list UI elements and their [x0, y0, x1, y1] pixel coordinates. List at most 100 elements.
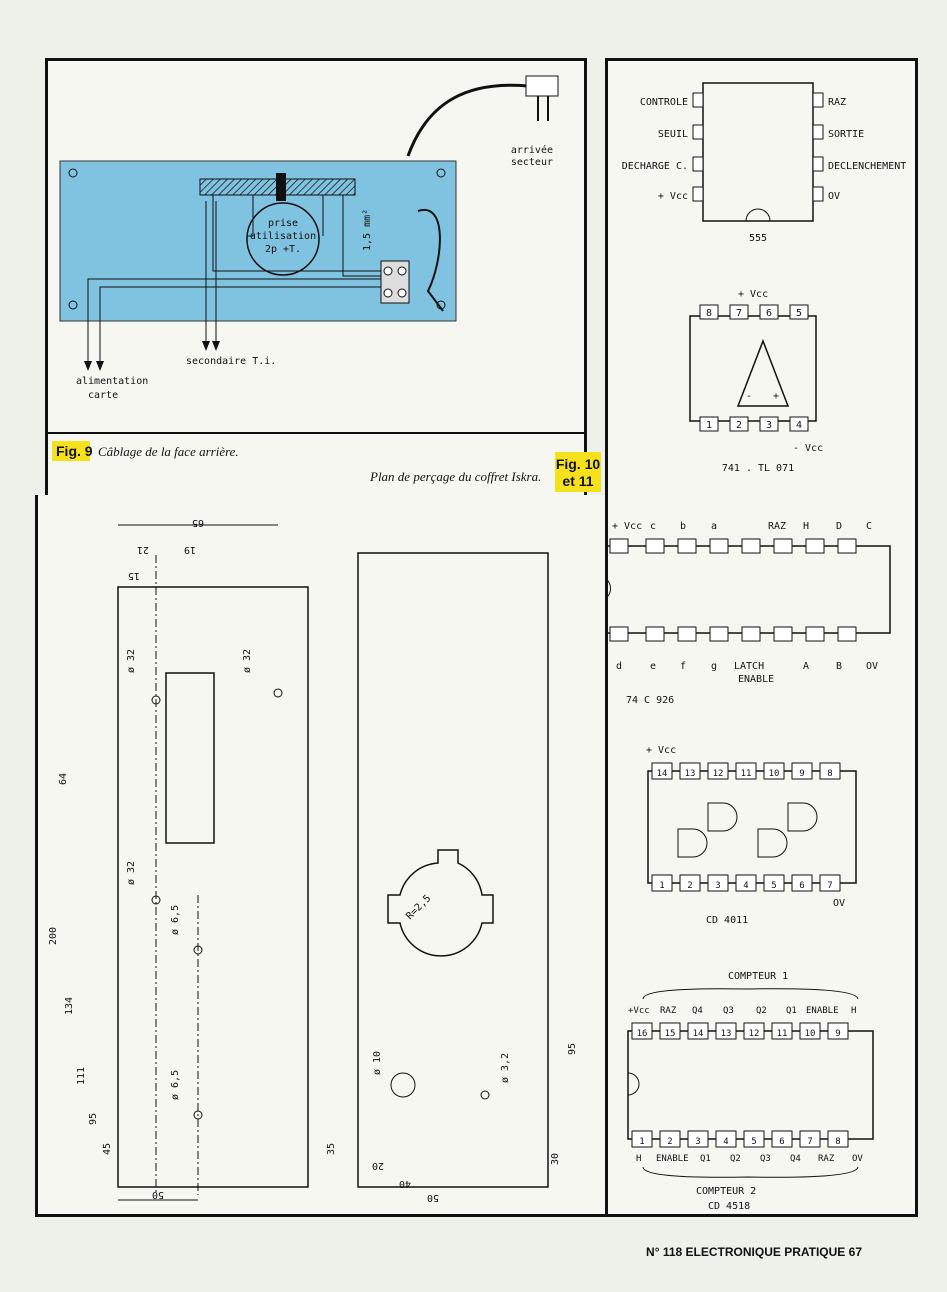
nand-gate-1	[707, 802, 738, 832]
cutout-round	[387, 849, 494, 957]
opamp-symbol	[736, 338, 790, 407]
ic4518-name: CD 4518	[708, 1201, 750, 1212]
c4518-bot-pin-label-0: 1	[639, 1137, 644, 1147]
c4518-bot-pin-2	[687, 1130, 709, 1148]
c4518-top-pin-label-7: 9	[835, 1029, 840, 1039]
c4011-top-pin-label-2: 12	[713, 769, 724, 779]
c4518-bot-7: OV	[852, 1154, 863, 1164]
c926-bot-2: f	[680, 661, 686, 672]
ic74c926-top-labels: + Vcc c b a RAZ H D C	[612, 521, 872, 532]
c4011-bot-pin-6	[819, 874, 841, 892]
ic555-left-2: SEUIL	[658, 129, 688, 140]
ic555-pins	[692, 92, 824, 202]
page-footer: N° 118 ELECTRONIQUE PRATIQUE 67	[646, 1245, 862, 1259]
dim-d65-b: ø 6,5	[170, 1070, 181, 1100]
c4011-bot-pin-2	[707, 874, 729, 892]
dim-d32-b: ø 32	[242, 649, 253, 673]
fig10-badge-1: Fig. 10	[556, 456, 601, 472]
c4518-bot-pin-7	[827, 1130, 849, 1148]
c4518-top-3: Q3	[723, 1006, 734, 1016]
ic555-right-2: SORTIE	[828, 129, 864, 140]
dim-19: 19	[184, 544, 196, 555]
fig10-badge-2: et 11	[562, 473, 593, 489]
c4011-top-pin-2	[707, 762, 729, 780]
mains-cable	[406, 83, 529, 157]
ic4011-body	[647, 770, 857, 884]
c4011-bot-pin-label-1: 2	[687, 881, 692, 891]
terminal-screw-1	[383, 266, 393, 276]
c4518-bot-pin-1	[659, 1130, 681, 1148]
dim-30: 30	[550, 1153, 561, 1165]
c4011-top-pin-0	[651, 762, 673, 780]
mains-cable-inner	[417, 208, 444, 312]
dim-64: 64	[58, 773, 69, 785]
c4011-top-pin-label-3: 11	[741, 769, 752, 779]
c4518-bot-pin-6	[799, 1130, 821, 1148]
c4011-bot-pin-label-4: 5	[771, 881, 776, 891]
c926-bot-pin-0	[609, 626, 629, 642]
dim-15: 15	[128, 570, 140, 581]
compteur2-label: COMPTEUR 2	[696, 1186, 756, 1197]
c926-bot-pin-5	[773, 626, 793, 642]
ic555-notch	[745, 208, 771, 222]
prise-label-3: 2p +T.	[265, 244, 301, 255]
c4518-top-pin-label-4: 12	[749, 1029, 760, 1039]
ic741-pin1: 1	[706, 420, 712, 431]
face-right	[357, 552, 549, 1188]
c4011-top-pin-label-4: 10	[769, 769, 780, 779]
compteur2-brace	[642, 1166, 859, 1178]
ic-drawing: CONTROLE SEUIL DECHARGE C. + Vcc RAZ SOR…	[597, 82, 906, 1212]
fig10-badge-box: Fig. 10 et 11	[555, 452, 601, 492]
dim-50-left: 50	[152, 1189, 164, 1200]
secondaire-label: secondaire T.i.	[186, 356, 276, 367]
dim-d32-c: ø 32	[126, 861, 137, 885]
hole-b	[273, 688, 283, 698]
ic741-pin2: 2	[736, 420, 742, 431]
c4518-bot-pin-label-4: 5	[751, 1137, 756, 1147]
c926-bot-pin-7	[837, 626, 857, 642]
dim-50-right: 50	[427, 1192, 439, 1203]
c926-top-pin-1	[645, 538, 665, 554]
c4011-bot-pin-label-0: 1	[659, 881, 664, 891]
c4011-bot-pin-4	[763, 874, 785, 892]
c926-bot-6: B	[836, 661, 842, 672]
ic4518-bottom-labels: H ENABLE Q1 Q2 Q3 Q4 RAZ OV	[636, 1154, 863, 1164]
carte-label: carte	[88, 390, 118, 401]
c926-top-3: a	[711, 521, 717, 532]
c4518-top-pin-label-6: 10	[805, 1029, 816, 1039]
c4518-bot-pin-3	[715, 1130, 737, 1148]
ic74c926-name: 74 C 926	[626, 695, 674, 706]
ic741-pin8: 8	[706, 308, 712, 319]
ic741-bottom-pins	[699, 416, 809, 432]
c4518-top-1: RAZ	[660, 1006, 677, 1016]
dim-d10: ø 10	[372, 1051, 383, 1075]
wire-3	[247, 195, 254, 237]
ic74c926-notch	[597, 575, 611, 602]
c926-bot-pin-3	[709, 626, 729, 642]
c4011-top-pin-label-0: 14	[657, 769, 668, 779]
ic741-pin7: 7	[736, 308, 742, 319]
ic741-pin4: 4	[796, 420, 802, 431]
ic555-name: 555	[749, 233, 767, 244]
opamp-plus: +	[773, 391, 779, 402]
compteur1-brace	[642, 988, 859, 1000]
dim-40: 40	[399, 1178, 411, 1189]
c4518-top-2: Q4	[692, 1006, 703, 1016]
arrow-sec-1	[202, 341, 210, 351]
dim-d32-a: ø 32	[126, 649, 137, 673]
alimentation-label: alimentation	[76, 376, 148, 387]
c4011-bot-pin-label-3: 4	[743, 881, 748, 891]
ic4011-name: CD 4011	[706, 915, 748, 926]
c4518-bot-pin-4	[743, 1130, 765, 1148]
dim-111: 111	[76, 1067, 87, 1085]
ic741-pin5: 5	[796, 308, 802, 319]
nand-gate-3	[677, 828, 708, 858]
c4518-top-pin-label-1: 15	[665, 1029, 676, 1039]
mount-hole-tl	[68, 168, 78, 178]
c4518-top-pin-label-3: 13	[721, 1029, 732, 1039]
c926-top-pin-3	[709, 538, 729, 554]
c4011-bot-pin-label-6: 7	[827, 881, 832, 891]
wire-1	[212, 195, 383, 272]
